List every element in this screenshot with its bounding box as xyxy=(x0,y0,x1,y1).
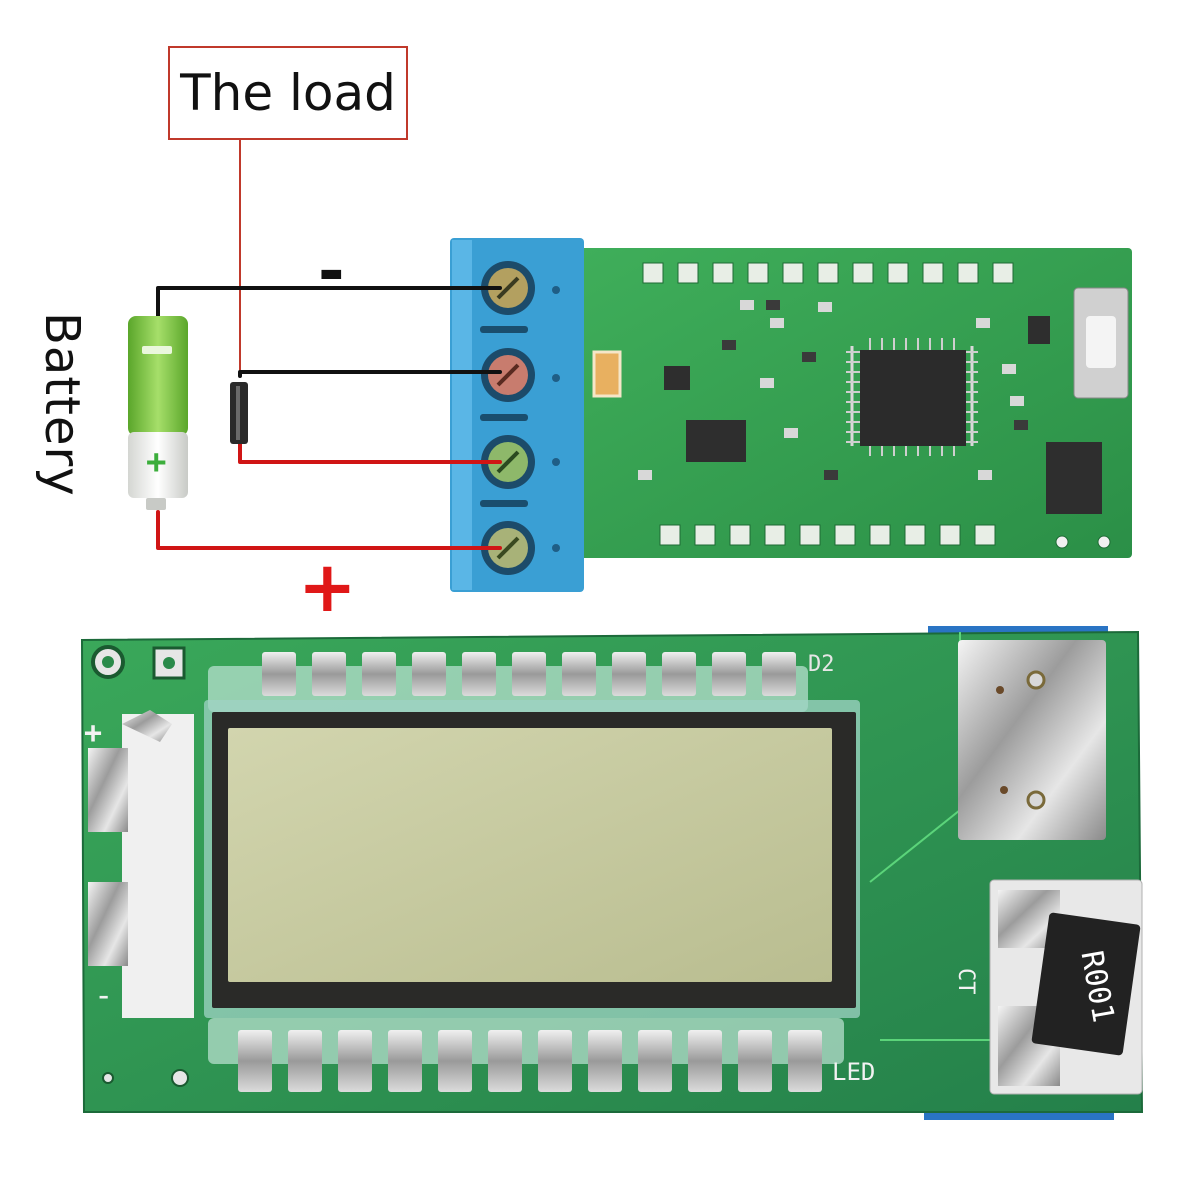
lcd-module xyxy=(80,626,1144,1120)
solder-pad-top xyxy=(958,640,1106,840)
wire-negative xyxy=(156,286,502,318)
terminal-screw-1 xyxy=(481,261,535,315)
terminal-screw-4 xyxy=(481,521,535,575)
board-plus-marking: + xyxy=(84,716,103,751)
board-ct-marking: CT xyxy=(953,968,978,995)
wire-positive xyxy=(156,510,502,550)
wire-load-bottom xyxy=(238,442,502,464)
wires xyxy=(156,139,502,550)
board-minus-marking: - xyxy=(94,976,114,1014)
board-led-marking: LED xyxy=(832,1058,876,1086)
negative-sign: - xyxy=(318,235,345,309)
shunt-resistor xyxy=(1031,912,1141,1056)
lcd-bottom-pins xyxy=(208,1018,844,1092)
screw-terminal-block xyxy=(450,238,584,592)
battery-label: Battery xyxy=(34,312,90,497)
load-resistor xyxy=(230,382,248,444)
load-label: The load xyxy=(168,46,408,140)
lcd-screen xyxy=(228,728,832,982)
wire-load-top xyxy=(238,370,502,378)
microcontroller-chip xyxy=(846,338,978,456)
board-d2-marking: D2 xyxy=(808,652,835,677)
battery-plus-mark: + xyxy=(146,442,167,482)
terminal-screw-3 xyxy=(481,435,535,489)
terminal-screw-2 xyxy=(481,348,535,402)
top-pcb-module xyxy=(580,248,1132,558)
battery-icon xyxy=(128,316,188,510)
positive-sign: + xyxy=(298,546,357,628)
